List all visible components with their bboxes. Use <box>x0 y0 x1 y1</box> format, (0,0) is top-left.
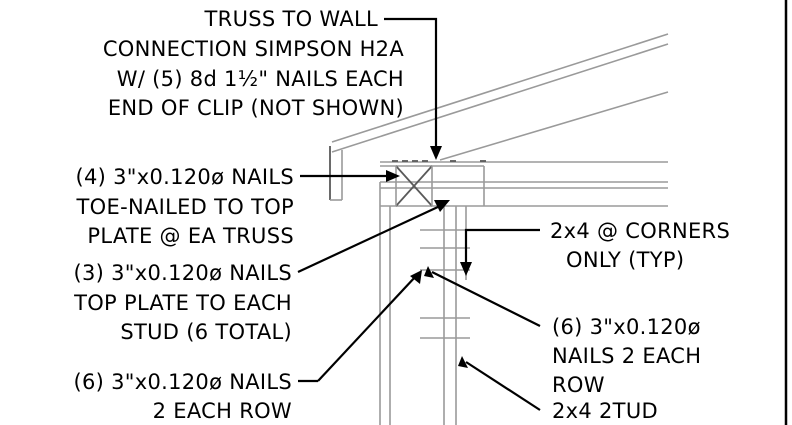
note-line: ONLY (TYP) <box>566 248 684 272</box>
note-row-nails-left: (6) 3"x0.120ø NAILS 2 EACH ROW <box>73 370 292 423</box>
leader-corners <box>464 228 540 268</box>
note-line: 2 EACH ROW <box>153 399 292 423</box>
note-line: CONNECTION SIMPSON H2A <box>103 37 404 61</box>
leader-top-plate-stud <box>297 205 441 273</box>
note-line: (3) 3"x0.120ø NAILS <box>73 261 292 285</box>
note-line: 2x4 @ CORNERS <box>550 219 730 243</box>
note-line: TRUSS TO WALL <box>204 7 378 31</box>
truss-top-chord-upper <box>331 33 669 143</box>
leader-row-nails-right <box>431 271 541 327</box>
note-line: ROW <box>552 373 605 397</box>
note-row-nails-right: (6) 3"x0.120ø NAILS 2 EACH ROW <box>552 315 701 397</box>
note-line: PLATE @ EA TRUSS <box>87 224 294 248</box>
arrow-corners <box>460 262 472 276</box>
arrow-stud <box>458 356 468 368</box>
note-line: TOE-NAILED TO TOP <box>76 195 294 219</box>
note-line: END OF CLIP (NOT SHOWN) <box>108 96 404 120</box>
arrow-truss-connection <box>430 146 442 160</box>
truss-top-chord-lower <box>331 43 669 153</box>
stud-nail-rows <box>420 229 470 339</box>
leader-stud <box>465 361 541 411</box>
note-line: NAILS 2 EACH <box>552 344 701 368</box>
arrow-toe-nail <box>386 170 400 182</box>
note-corners: 2x4 @ CORNERS ONLY (TYP) <box>550 219 730 272</box>
note-line: (4) 3"x0.120ø NAILS <box>75 165 294 189</box>
heel-cross-b <box>395 165 433 207</box>
note-line: (6) 3"x0.120ø NAILS <box>73 370 292 394</box>
leader-truss-connection <box>384 17 438 152</box>
framing <box>329 33 669 425</box>
leaders <box>297 17 541 411</box>
leader-row-nails-left-diag <box>317 275 417 382</box>
note-line: STUD (6 TOTAL) <box>120 320 292 344</box>
note-line: W/ (5) 8d 1½" NAILS EACH <box>117 67 404 91</box>
note-line: TOP PLATE TO EACH <box>73 291 292 315</box>
note-stud: 2x4 2TUD <box>552 399 658 423</box>
arrow-row-nails-right <box>424 266 434 278</box>
note-truss-connection: TRUSS TO WALL CONNECTION SIMPSON H2A W/ … <box>103 7 404 120</box>
arrow-row-nails-left <box>410 270 422 284</box>
note-line: 2x4 2TUD <box>552 399 658 423</box>
arrow-top-plate-stud <box>434 200 450 212</box>
note-top-plate-stud: (3) 3"x0.120ø NAILS TOP PLATE TO EACH ST… <box>73 261 292 344</box>
note-toe-nail: (4) 3"x0.120ø NAILS TOE-NAILED TO TOP PL… <box>75 165 294 248</box>
note-line: (6) 3"x0.120ø <box>552 315 701 339</box>
truss-web-slope <box>439 91 669 161</box>
